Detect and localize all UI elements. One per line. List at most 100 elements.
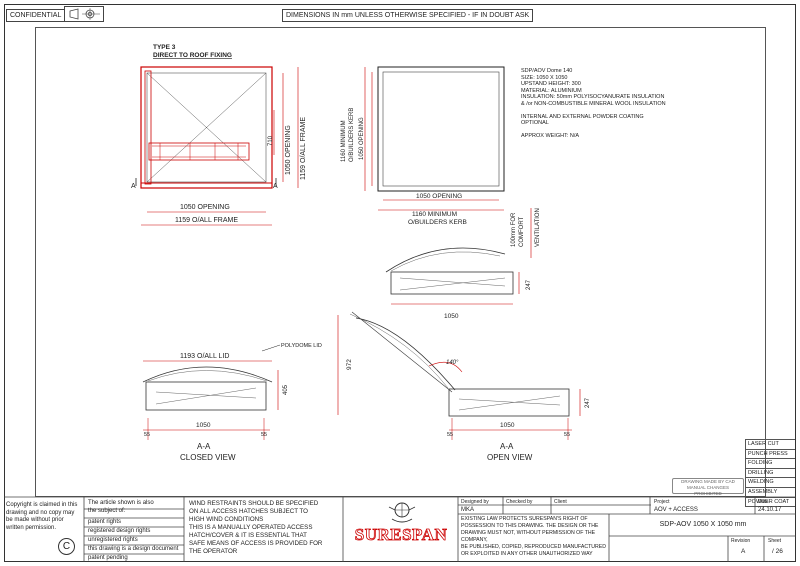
copyright-line: Copyright is claimed in this [6,502,78,508]
spec-line: SDP/AOV Dome 140 [521,68,573,74]
closed-405-dim: 405 [283,384,289,395]
vent-label-2: COMFORT [519,216,525,247]
plan-opening-dim: 1050 OPENING [180,204,230,211]
plan-frame-v-dim: 1159 O/ALL FRAME [300,117,307,180]
plan-type-label: TYPE 3 [153,44,176,51]
wind-note-line: ON ALL ACCESS HATCHES SUBJECT TO [189,508,308,515]
copyright-line: be made without prior [6,517,64,523]
open-view-title: A-A [500,442,514,451]
spec-line: MATERIAL: ALUMINIUM [521,87,582,94]
article-intro-line: the subject of: [88,507,126,514]
closed-view-title: A-A [197,442,211,451]
date-label: Date [758,499,769,505]
open-section-view [337,311,581,440]
kerb-kerb-v: O/BUILDERS KERB [349,108,355,162]
rights-item: registered design rights [88,528,151,534]
sheet-label: Sheet [768,538,782,544]
project-label: Project [654,499,670,505]
section-marker-left: A [131,183,136,190]
drawing-border [4,4,796,562]
kerb-opening-h: 1050 OPENING [416,193,462,200]
wind-note-line: HIGH WIND CONDITIONS [189,516,264,523]
revision-value: A [741,548,746,555]
checked-by-label: Checked by [506,499,533,505]
vent-1050-dim: 1050 [444,313,459,320]
closed-55-right: 55 [261,432,267,438]
copyright-icon: C [58,538,75,555]
closed-lid-label: POLYDOME LID [281,343,322,349]
process-item: WELDING [745,477,795,488]
spec-line: APPROX WEIGHT: N/A [521,133,580,139]
plan-frame-dim: 1159 O/ALL FRAME [175,217,238,224]
sheet-value: / 26 [772,548,783,555]
date-value: 24.10.17 [758,507,782,513]
copyright-line: drawing and no copy may [6,509,75,516]
process-table: LASER CUT PUNCH PRESS FOLDING DRILLING W… [745,439,795,508]
spec-line: UPSTAND HEIGHT: 300 [521,81,581,87]
rights-item: unregistered rights [88,537,138,543]
closed-1050-dim: 1050 [196,422,211,429]
designed-by-value: MKA [461,507,475,513]
plan-710-dim: 710 [268,135,274,146]
kerb-view [364,66,505,211]
plan-fixing-label: DIRECT TO ROOF FIXING [153,52,232,59]
vent-247-dim: 247 [526,279,532,290]
open-1050-dim: 1050 [500,422,515,429]
process-item: POWDER COAT [745,497,795,508]
process-item: LASER CUT [745,439,795,450]
cad-stamp-line1: DRAWING MADE BY CAD [681,479,735,484]
wind-note-line: THE OPERATOR [189,548,238,555]
open-972-dim: 972 [346,359,353,370]
closed-view-subtitle: CLOSED VIEW [180,453,236,462]
kerb-kerb-h: O/BUILDERS KERB [408,219,467,226]
projection-symbol-icon [64,6,104,22]
surespan-logo-text: SURESPAN [354,525,448,545]
legal-line: EXISTING LAW PROTECTS SURESPAN'S RIGHT O… [461,516,588,522]
plan-opening-v-dim: 1050 OPENING [285,125,292,175]
spec-line: OPTIONAL [521,120,549,126]
wind-note-line: THIS IS A MANUALLY OPERATED ACCESS [189,524,313,531]
rights-item: this drawing is a design document [88,546,179,552]
legal-line: POSSESSION TO THIS DRAWING. THE DESIGN O… [461,523,599,529]
spec-line: INSULATION: 50mm POLYISOCYANURATE INSULA… [521,94,665,100]
closed-section-view [142,344,281,440]
rights-item: patent rights [88,519,122,525]
spec-line: & /or NON-COMBUSTIBLE MINERAL WOOL INSUL… [521,100,666,107]
closed-55-left: 55 [144,432,150,438]
open-55-left: 55 [447,432,453,438]
vent-label-1: 100mm FOR [511,212,517,247]
kerb-min-h: 1160 MINIMUM [412,211,457,218]
kerb-min-v: 1160 MINIMUM [341,120,347,162]
legal-notice: EXISTING LAW PROTECTS SURESPAN'S RIGHT O… [461,516,606,558]
process-item: PUNCH PRESS [745,449,795,460]
kerb-opening-v: 1050 OPENING [359,117,365,160]
legal-line: OR EXPLOITED IN ANY OTHER UNAUTHORIZED W… [461,551,593,557]
process-item: ASSEMBLY [745,487,795,498]
open-247-dim: 247 [585,397,591,408]
vent-section-view [385,208,532,305]
copyright-line: written permission. [6,524,57,531]
drawing-title: SDP-AOV 1050 X 1050 mm [659,521,747,528]
wind-note-line: SAFE MEANS OF ACCESS IS PROVIDED FOR [189,540,323,547]
wind-note-line: WIND RESTRAINTS SHOULD BE SPECIFIED [189,500,319,507]
article-intro: The article shown is also the subject of… [88,500,154,515]
copyright-notice: Copyright is claimed in this drawing and… [6,502,82,532]
rights-item: patent pending [88,555,128,561]
open-view-subtitle: OPEN VIEW [487,453,533,462]
client-label: Client [554,499,567,505]
wind-note-line: HATCH/COVER & IT IS ESSENTIAL THAT [189,532,307,539]
open-55-right: 55 [564,432,570,438]
open-angle-dim: 140° [446,360,459,366]
spec-notes: SDP/AOV Dome 140 SIZE: 1050 X 1050 UPSTA… [521,68,666,140]
legal-line: COMPANY, [461,537,488,543]
section-marker-right: A [273,183,278,190]
wind-note: WIND RESTRAINTS SHOULD BE SPECIFIED ON A… [189,500,322,556]
article-intro-line: The article shown is also [88,500,154,506]
sheet-border [35,27,766,497]
dimensions-note: DIMENSIONS IN mm UNLESS OTHERWISE SPECIF… [282,9,534,22]
vent-label-3: VENTILATION [535,208,541,247]
cad-stamp-line2: MANUAL CHANGES PROHIBITED [686,485,730,496]
process-item: FOLDING [745,458,795,469]
